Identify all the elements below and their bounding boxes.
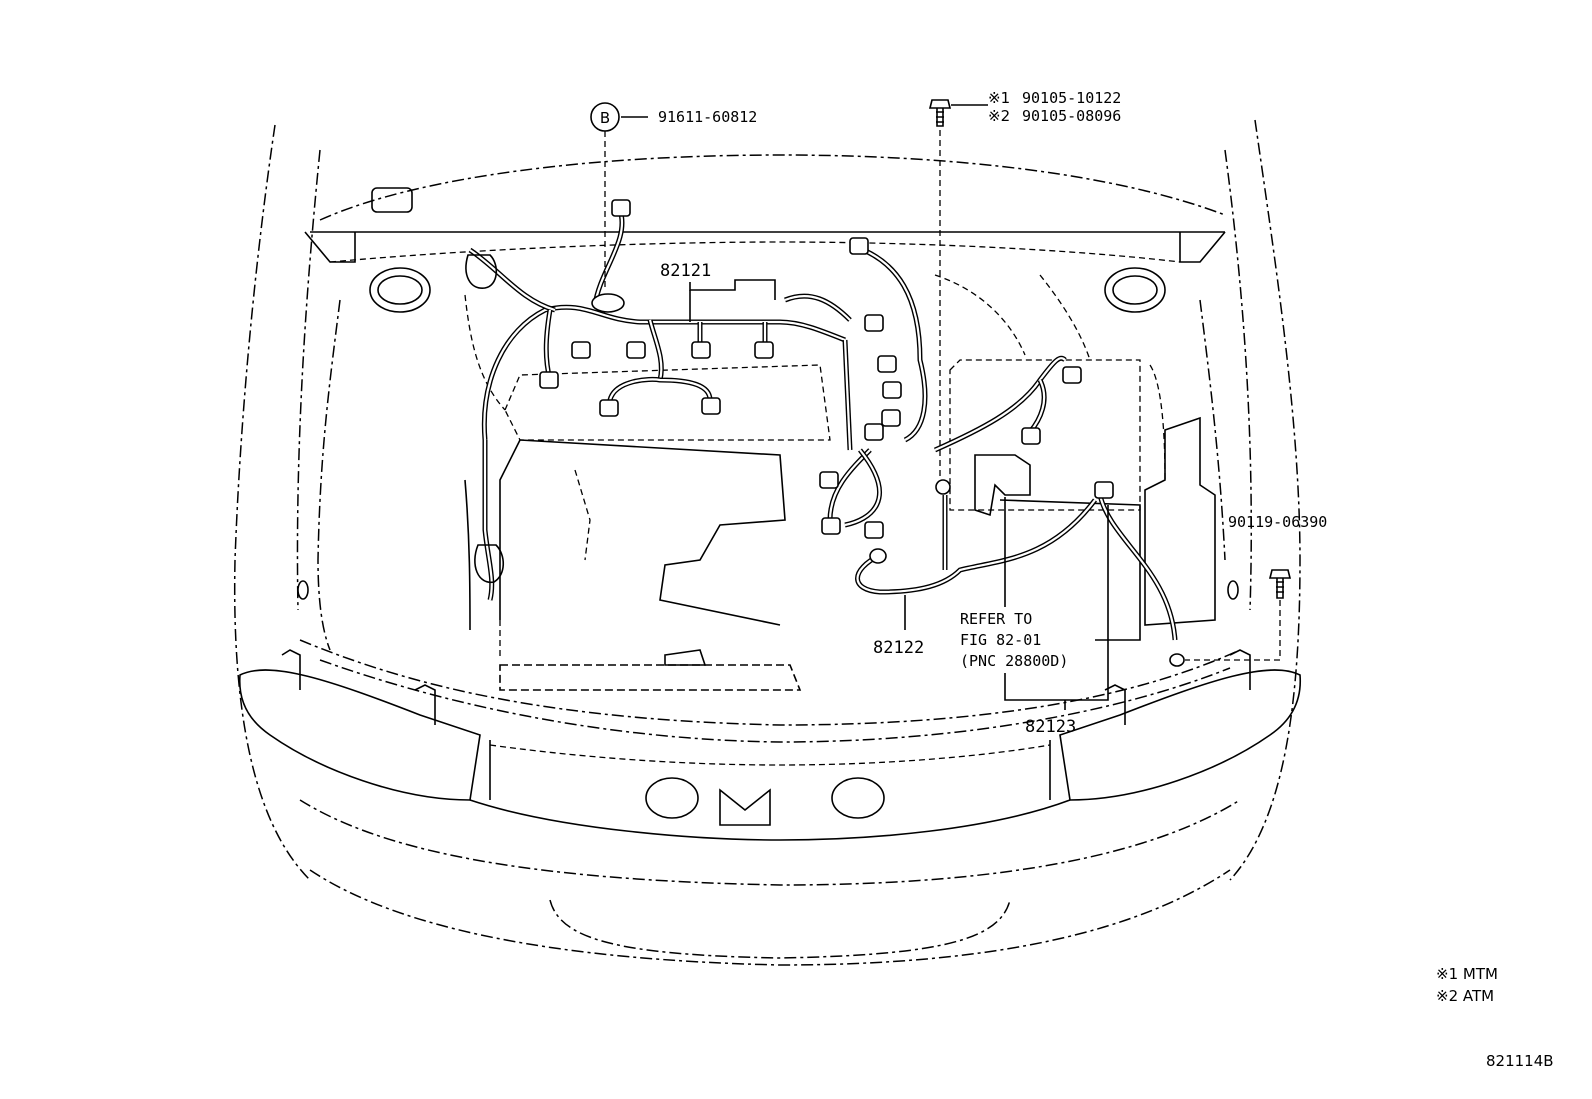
harness-82122-label: 82122 [873,638,924,658]
harness-82121-label: 82121 [660,261,711,281]
bolt-top-mark-2: ※2 [988,107,1010,125]
harness-82123-label: 82123 [1025,717,1076,737]
reference-line-1: REFER TO [960,610,1032,628]
bolt-top-part-1: 90105-10122 [1022,89,1121,107]
bolt-icon [1268,569,1292,599]
reference-line-3: (PNC 28800D) [960,652,1068,670]
clip-b-symbol: B [600,109,610,127]
wire-harness [465,199,1185,667]
bolt-top-mark-1: ※1 [988,89,1010,107]
reference-line-2: FIG 82-01 [960,631,1041,649]
bolt-icon [928,99,952,127]
engine-outline [464,274,1216,691]
leader-lines [604,104,1281,710]
note-1: ※1 MTM [1436,965,1498,983]
car-body-outline [233,119,1302,966]
clip-b-part-number: 91611-60812 [658,108,757,126]
note-2: ※2 ATM [1436,987,1494,1005]
bolt-top-part-2: 90105-08096 [1022,107,1121,125]
figure-id: 821114B [1486,1052,1554,1070]
clip-b-symbol-circle [590,102,620,132]
bolt-right-part-number: 90119-06390 [1228,513,1327,531]
